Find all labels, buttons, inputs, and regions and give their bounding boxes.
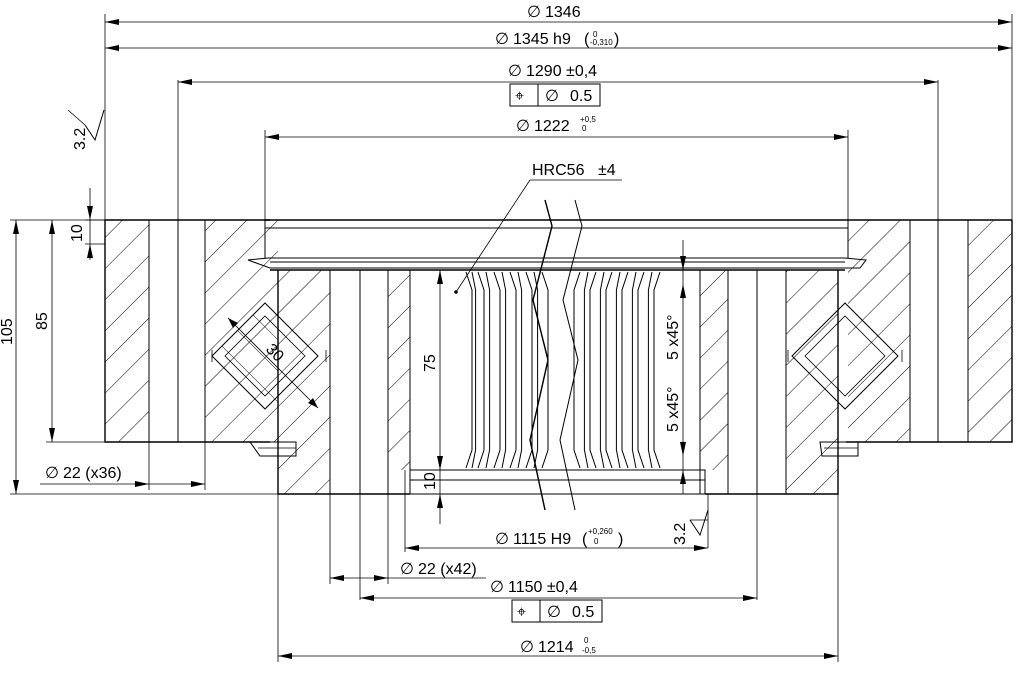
dim-holes-inner: ∅ 22 (x42) xyxy=(329,494,486,584)
dim-1214-tol-upper: 0 xyxy=(584,636,589,645)
gear-tooth-line xyxy=(573,271,581,469)
roughness-left-value: 3.2 xyxy=(72,128,89,150)
dim-1290-pos-tol: 0.5 xyxy=(570,88,592,105)
dim-1222-tol-lower: 0 xyxy=(582,124,587,133)
dim-h10-top: 10 xyxy=(69,188,105,260)
dim-1345-value: 1345 h9 xyxy=(513,31,571,48)
dim-1290: ∅ 1290 ±0,4 ⌖ ∅ 0.5 xyxy=(178,63,938,107)
roller-left xyxy=(211,302,327,457)
gear-tooth-line xyxy=(637,271,645,469)
dim-1115-paren: ( xyxy=(582,531,588,548)
inner-ring-left xyxy=(277,270,411,495)
dim-holes-outer-value: 22 (x36) xyxy=(63,465,122,482)
dim-h75-value: 75 xyxy=(422,354,439,372)
dim-h85: 85 xyxy=(34,220,105,443)
gear-teeth-left xyxy=(465,271,549,469)
gear-tooth-line xyxy=(589,271,597,469)
hardness-callout: HRC56 ±4 xyxy=(454,162,622,294)
roughness-right: 3.2 xyxy=(672,494,709,548)
dim-1214-symbol: ∅ xyxy=(520,639,534,656)
gear-tooth-line xyxy=(583,271,589,469)
dim-1115-tol-lower: 0 xyxy=(594,537,599,546)
gear-tooth-line xyxy=(605,271,613,469)
dim-1290-symbol: ∅ xyxy=(508,63,522,80)
dim-1345-tol-lower: -0,310 xyxy=(590,38,613,47)
dim-chamfers: 5 x45° 5 x45° xyxy=(640,240,700,494)
gear-tooth-line xyxy=(599,271,605,469)
top-flange xyxy=(247,219,867,271)
dim-1345: ∅ 1345 h9 ( 0 -0,310 ) xyxy=(105,30,1012,51)
dim-1150-tol-symbol: ∅ xyxy=(547,604,561,621)
dim-1150-symbol: ∅ xyxy=(490,579,504,596)
dim-1345-tol-upper: 0 xyxy=(593,30,598,39)
dim-1222-symbol: ∅ xyxy=(516,118,530,135)
dim-1346-symbol: ∅ xyxy=(527,4,541,21)
dim-h75: 75 xyxy=(410,269,468,470)
dim-holes-outer-symbol: ∅ xyxy=(45,465,59,482)
dim-1214-tol-lower: -0,5 xyxy=(582,646,596,655)
gear-tooth-line xyxy=(653,271,661,469)
roughness-right-value: 3.2 xyxy=(672,523,689,545)
position-tol-icon: ⌖ xyxy=(515,88,524,105)
position-tol-icon-bottom: ⌖ xyxy=(517,604,526,621)
dim-h85-value: 85 xyxy=(34,312,51,330)
roller-right xyxy=(787,302,903,457)
dim-h10-top-value: 10 xyxy=(69,224,86,242)
gear-tooth-line xyxy=(615,271,621,469)
gear-tooth-line xyxy=(541,271,549,469)
gear-tooth-line xyxy=(631,271,637,469)
dim-holes-inner-symbol: ∅ xyxy=(400,561,414,578)
gear-tooth-line xyxy=(647,271,653,469)
gear-tooth-line xyxy=(501,271,507,469)
dim-1290-tol-symbol: ∅ xyxy=(545,88,559,105)
dim-1222-tol-upper: +0,5 xyxy=(580,115,596,124)
dim-h10-bottom: 10 xyxy=(422,470,443,524)
gear-tooth-line xyxy=(465,271,473,469)
hole-centerlines xyxy=(177,80,939,600)
dim-1115-value: 1115 H9 xyxy=(513,531,571,548)
dim-holes-outer: ∅ 22 (x36) xyxy=(40,442,206,490)
dim-h10-bottom-value: 10 xyxy=(422,472,439,490)
gear-tooth-line xyxy=(471,271,477,469)
dim-1150: ∅ 1150 ±0,4 ⌖ ∅ 0.5 xyxy=(360,579,757,623)
outer-ring-right xyxy=(848,220,1012,442)
dim-1115-paren-close: ) xyxy=(618,531,623,548)
gear-teeth-right xyxy=(573,271,661,469)
dim-1222: ∅ 1222 +0,5 0 xyxy=(264,115,849,220)
dim-1222-value: 1222 xyxy=(534,118,570,135)
gear-tooth-line xyxy=(485,271,491,469)
dim-1214: ∅ 1214 0 -0,5 xyxy=(277,494,839,662)
dim-h105-value: 105 xyxy=(0,318,16,345)
dim-1345-paren-close: ) xyxy=(614,31,619,48)
chamfer-bottom-value: 5 x45° xyxy=(665,386,682,432)
break-lines xyxy=(529,199,583,511)
gear-tooth-line xyxy=(621,271,629,469)
dim-1115-symbol: ∅ xyxy=(495,531,509,548)
dim-holes-inner-value: 22 (x42) xyxy=(418,561,477,578)
gear-tooth-line xyxy=(533,271,539,469)
hardness-label: HRC56 xyxy=(532,162,585,179)
dim-1290-value: 1290 ±0,4 xyxy=(526,63,597,80)
gear-tooth-line xyxy=(493,271,501,469)
gear-tooth-line xyxy=(525,271,533,469)
roughness-left: 3.2 xyxy=(67,109,105,150)
dim-h105: 105 xyxy=(0,219,278,495)
hardness-tol: ±4 xyxy=(598,162,616,179)
dim-1345-paren: ( xyxy=(584,31,590,48)
gear-tooth-line xyxy=(509,271,517,469)
dim-1346: ∅ 1346 xyxy=(104,4,1013,220)
chamfer-top-value: 5 x45° xyxy=(665,314,682,360)
dim-1115: ∅ 1115 H9 ( +0,260 0 ) xyxy=(404,470,708,552)
dim-1150-value: 1150 ±0,4 xyxy=(508,579,578,596)
dim-1115-tol-upper: +0,260 xyxy=(588,527,613,536)
dim-1214-value: 1214 xyxy=(538,639,574,656)
gear-tooth-line xyxy=(477,271,485,469)
inner-ring-right xyxy=(699,270,839,495)
dim-1346-value: 1346 xyxy=(545,4,581,21)
dim-1345-symbol: ∅ xyxy=(495,31,509,48)
bottom-flange xyxy=(409,469,706,495)
gear-tooth-line xyxy=(517,271,523,469)
dim-1150-pos-tol: 0.5 xyxy=(572,604,594,621)
